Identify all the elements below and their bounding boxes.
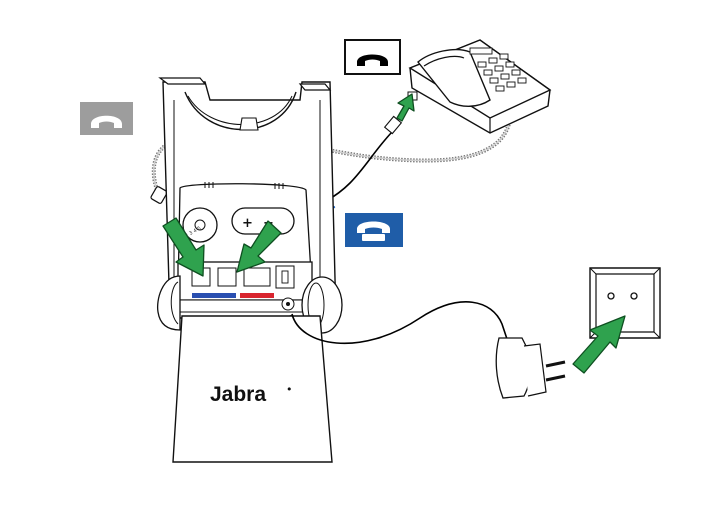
desk-phone <box>407 39 552 134</box>
port-color-blue <box>192 293 236 298</box>
side-roller-left <box>156 275 181 331</box>
arrow-to-port-2 <box>236 220 282 273</box>
power-adapter <box>291 301 566 399</box>
jabra-base: 1 2 3 4 5 + − <box>156 77 343 463</box>
port-color-red <box>240 293 274 298</box>
jabra-logo-mark: • <box>286 383 293 396</box>
arrow-to-socket <box>572 315 626 374</box>
phone-keypad <box>469 47 527 92</box>
jabra-logo: Jabra <box>210 383 266 406</box>
handset-badge-blue <box>345 213 403 247</box>
handset-icon <box>357 221 390 233</box>
handset-badge-grey <box>80 102 133 135</box>
svg-text:+: + <box>242 216 253 231</box>
handset-icon <box>357 54 388 66</box>
wall-socket <box>589 267 661 339</box>
arrow-to-port-1 <box>162 217 205 277</box>
handset-icon <box>91 115 122 128</box>
handset-badge-black <box>344 39 401 75</box>
green-arrows <box>162 93 626 374</box>
arrow-to-phone <box>396 93 415 122</box>
